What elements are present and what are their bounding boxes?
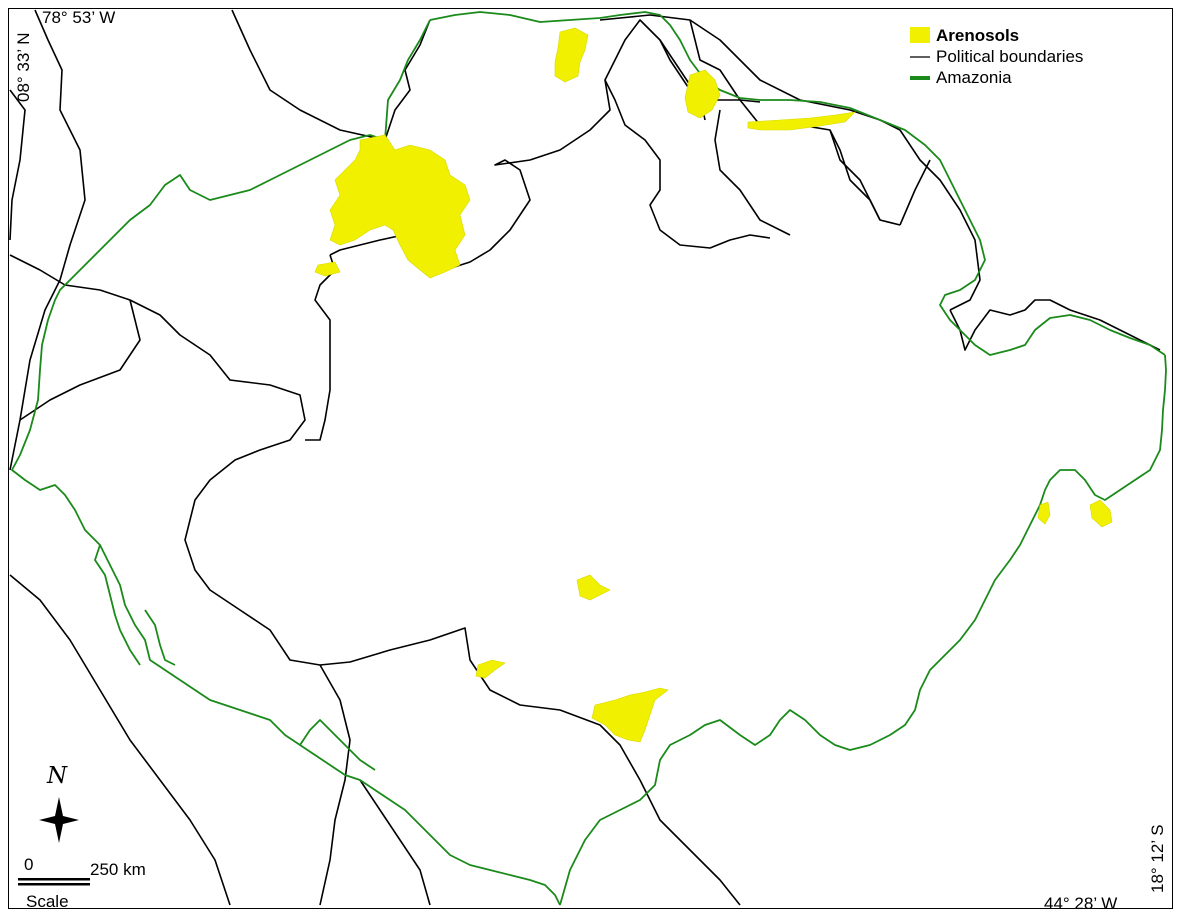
arenosol-patch xyxy=(329,134,471,279)
arenosol-patch xyxy=(684,69,721,119)
top-left-latitude: 08° 33’ N xyxy=(14,32,33,103)
top-left-longitude: 78° 53’ W xyxy=(42,8,116,27)
scale-zero-label: 0 xyxy=(24,855,34,874)
scale-bar xyxy=(18,878,90,886)
boundary-line xyxy=(9,9,86,471)
scale-title: Scale xyxy=(26,892,69,911)
arenosol-patch xyxy=(1037,501,1051,525)
amazonia-outline xyxy=(94,544,141,666)
amazonia-boundary xyxy=(11,11,1167,906)
bottom-right-longitude: 44° 28’ W xyxy=(1044,894,1118,913)
arenosols-swatch xyxy=(910,27,930,43)
map-frame xyxy=(8,8,1173,909)
political-boundaries xyxy=(9,9,1161,906)
arenosol-patch xyxy=(475,659,506,679)
boundary-line xyxy=(949,299,1161,351)
legend-swatches xyxy=(910,27,930,80)
boundary-line xyxy=(319,664,351,906)
legend-label-arenosols: Arenosols xyxy=(936,26,1020,45)
boundary-line xyxy=(231,9,386,141)
bottom-right-latitude: 18° 12’ S xyxy=(1148,824,1167,893)
boundary-line xyxy=(639,779,741,906)
boundary-line xyxy=(19,299,141,421)
boundary-line xyxy=(359,779,431,906)
arenosols-areas xyxy=(314,27,1113,743)
legend-label-amazonia: Amazonia xyxy=(936,68,1012,87)
boundary-line xyxy=(599,14,741,101)
boundary-line xyxy=(9,574,231,906)
boundary-line xyxy=(329,234,404,256)
amazonia-outline xyxy=(144,609,176,666)
arenosol-patch xyxy=(747,111,856,131)
boundary-line xyxy=(305,254,336,441)
arenosol-patch xyxy=(554,27,589,83)
arenosol-patch xyxy=(1089,499,1113,528)
amazonia-outline xyxy=(299,719,376,771)
boundary-line xyxy=(384,19,431,141)
amazonia-outline xyxy=(11,19,561,906)
boundary-line xyxy=(9,254,641,781)
arenosol-patch xyxy=(314,261,341,277)
legend-label-political-boundaries: Political boundaries xyxy=(936,47,1084,66)
amazonia-outline xyxy=(429,11,1166,356)
scale-distance-label: 250 km xyxy=(90,860,146,879)
boundary-line xyxy=(9,89,26,241)
boundary-line xyxy=(604,79,771,249)
amazonia-outline xyxy=(559,354,1167,906)
north-arrow-letter: N xyxy=(47,763,68,789)
arenosol-patch xyxy=(576,574,611,601)
arenosol-patch xyxy=(591,687,669,743)
north-star-icon xyxy=(39,797,79,843)
boundary-line xyxy=(829,129,881,221)
boundary-line xyxy=(899,159,931,226)
boundary-line xyxy=(714,109,791,236)
